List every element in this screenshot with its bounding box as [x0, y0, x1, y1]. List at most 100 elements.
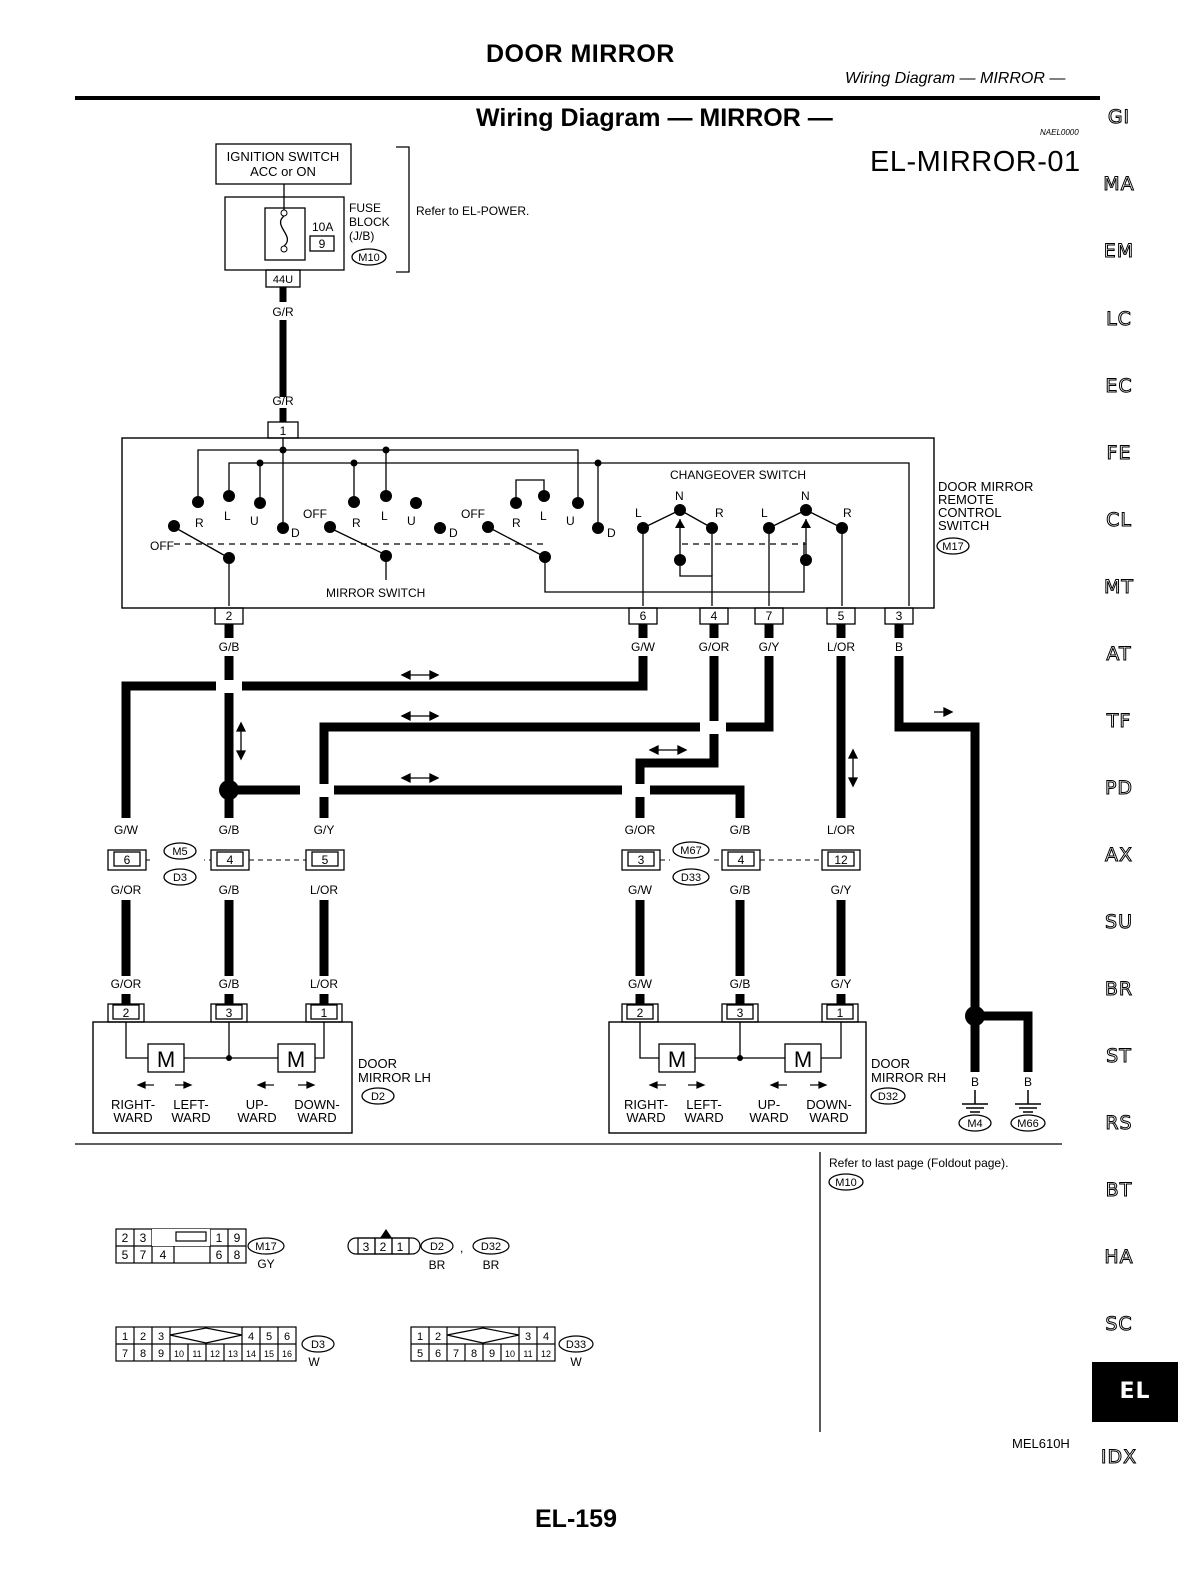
- lh-pin-6: 6: [124, 853, 131, 867]
- lh-motor-2: M: [287, 1047, 305, 1072]
- running-title: Wiring Diagram — MIRROR —: [845, 70, 1066, 87]
- d33-pin-6: 6: [435, 1348, 441, 1360]
- rh-motor-pin-2: 2: [637, 1006, 644, 1020]
- ground-wire-b: B: [1024, 1075, 1032, 1089]
- pin-5: 5: [838, 609, 845, 623]
- lh-dir-upward-1: UP-: [246, 1097, 268, 1112]
- d3-pin-7: 7: [122, 1348, 128, 1360]
- tab-em[interactable]: EM: [1103, 240, 1135, 263]
- ground-wire-a: B: [971, 1075, 979, 1089]
- wire-label-lor: L/OR: [827, 640, 855, 654]
- m17-pin-1: 1: [216, 1231, 223, 1245]
- tab-rs[interactable]: RS: [1105, 1112, 1133, 1135]
- d33-pin-4: 4: [543, 1331, 549, 1343]
- tab-ha[interactable]: HA: [1104, 1246, 1134, 1269]
- tab-st[interactable]: ST: [1106, 1045, 1132, 1068]
- fuse-block-connector: M10: [358, 252, 379, 264]
- lh-wire-bottom-3: L/OR: [310, 883, 338, 897]
- tab-mt[interactable]: MT: [1104, 576, 1134, 599]
- contact-r-2: R: [352, 516, 361, 530]
- d3-pin-1: 1: [122, 1331, 128, 1343]
- tab-bt[interactable]: BT: [1105, 1179, 1133, 1202]
- contact-r-5: R: [843, 506, 852, 520]
- switch-pin-1: 1: [280, 424, 287, 438]
- d3-pin-4: 4: [248, 1331, 254, 1343]
- m17-pin-8: 8: [234, 1248, 241, 1262]
- wire-label-gw: G/W: [631, 640, 656, 654]
- tab-gi[interactable]: GI: [1107, 106, 1131, 129]
- rh-wire-motor-2: G/B: [730, 977, 751, 991]
- contact-l-4: L: [635, 506, 642, 520]
- d3-pin-10: 10: [174, 1349, 184, 1359]
- d3-pin-15: 15: [264, 1349, 274, 1359]
- d2-color: BR: [429, 1258, 446, 1272]
- lh-wire-motor-1: G/OR: [111, 977, 142, 991]
- d3-pin-16: 16: [282, 1349, 292, 1359]
- d33-pin-9: 9: [489, 1348, 495, 1360]
- lh-dir-leftward-2: WARD: [171, 1110, 210, 1125]
- tab-cl[interactable]: CL: [1106, 509, 1132, 532]
- d33-pin-12: 12: [541, 1349, 551, 1359]
- lh-wire-top-2: G/B: [219, 823, 240, 837]
- tab-ec[interactable]: EC: [1105, 375, 1133, 398]
- wire-label-gy: G/Y: [759, 640, 780, 654]
- d3-pin-12: 12: [210, 1349, 220, 1359]
- tab-pd[interactable]: PD: [1104, 777, 1134, 800]
- m17-pin-2: 2: [122, 1231, 129, 1245]
- d2-name: D2: [430, 1241, 444, 1253]
- rh-dir-leftward-2: WARD: [684, 1110, 723, 1125]
- fuse-block-label-3: (J/B): [349, 229, 374, 243]
- connector-view-d3: 1 2 3 4 5 6 7 8 9 10 11 12 13 14 15 16 D…: [115, 1326, 335, 1369]
- contact-d-2: D: [449, 526, 458, 540]
- d3-pin-8: 8: [140, 1348, 146, 1360]
- m17-pin-7: 7: [140, 1248, 147, 1262]
- tab-sc[interactable]: SC: [1105, 1313, 1133, 1336]
- rh-wire-motor-3: G/Y: [831, 977, 852, 991]
- tab-su[interactable]: SU: [1105, 911, 1133, 934]
- d3-pin-14: 14: [246, 1349, 256, 1359]
- switch-output-pins: 2 G/B 6 G/W 4 G/OR 7 G/Y 5 L/OR 3 B: [214, 607, 914, 654]
- rh-pin-4: 4: [738, 853, 745, 867]
- d3-pin-13: 13: [228, 1349, 238, 1359]
- m17-pin-5: 5: [122, 1248, 129, 1262]
- m17-pin-6: 6: [216, 1248, 223, 1262]
- tab-ma[interactable]: MA: [1103, 173, 1135, 196]
- d3-pin-11: 11: [192, 1349, 201, 1359]
- terminal-44u: 44U: [273, 274, 293, 286]
- lh-dir-upward-2: WARD: [237, 1110, 276, 1125]
- tab-tf[interactable]: TF: [1106, 710, 1132, 733]
- wire-label-gr-top: G/R: [272, 305, 294, 319]
- contact-n-1: N: [675, 489, 684, 503]
- rh-dir-downward-2: WARD: [809, 1110, 848, 1125]
- lh-wire-bottom-1: G/OR: [111, 883, 142, 897]
- d33-name: D33: [566, 1339, 586, 1351]
- lh-dir-rightward-1: RIGHT-: [111, 1097, 155, 1112]
- wire-label-gor: G/OR: [699, 640, 730, 654]
- ignition-switch: IGNITION SWITCH ACC or ON: [215, 143, 352, 185]
- tab-at[interactable]: AT: [1106, 643, 1132, 666]
- rh-wire-bottom-3: G/Y: [831, 883, 852, 897]
- lh-wire-motor-3: L/OR: [310, 977, 338, 991]
- contact-u-3: U: [566, 514, 575, 528]
- lh-pin-5: 5: [322, 853, 329, 867]
- lh-wire-motor-2: G/B: [219, 977, 240, 991]
- tab-fe[interactable]: FE: [1106, 442, 1132, 465]
- d3-pin-6: 6: [284, 1331, 290, 1343]
- contact-u-1: U: [250, 514, 259, 528]
- tab-idx[interactable]: IDX: [1100, 1446, 1138, 1469]
- rh-connector-d33: D33: [681, 872, 701, 884]
- tab-ax[interactable]: AX: [1104, 844, 1133, 867]
- lh-connector-m5: M5: [172, 846, 187, 858]
- lh-pin-4: 4: [227, 853, 234, 867]
- tab-br[interactable]: BR: [1104, 978, 1134, 1001]
- d3-name: D3: [311, 1339, 325, 1351]
- wire-label-gr-bottom: G/R: [272, 394, 294, 408]
- contact-d-1: D: [291, 526, 300, 540]
- diagram-title: Wiring Diagram — MIRROR —: [476, 104, 833, 132]
- fuse-block-label-1: FUSE: [349, 201, 381, 215]
- tab-el-active[interactable]: EL: [1092, 1362, 1178, 1422]
- d3-pin-2: 2: [140, 1331, 146, 1343]
- d33-pin-5: 5: [417, 1348, 423, 1360]
- fuse-block: 10A 9 FUSE BLOCK (J/B) M10 Refer to EL-P…: [224, 146, 529, 439]
- tab-lc[interactable]: LC: [1106, 308, 1132, 331]
